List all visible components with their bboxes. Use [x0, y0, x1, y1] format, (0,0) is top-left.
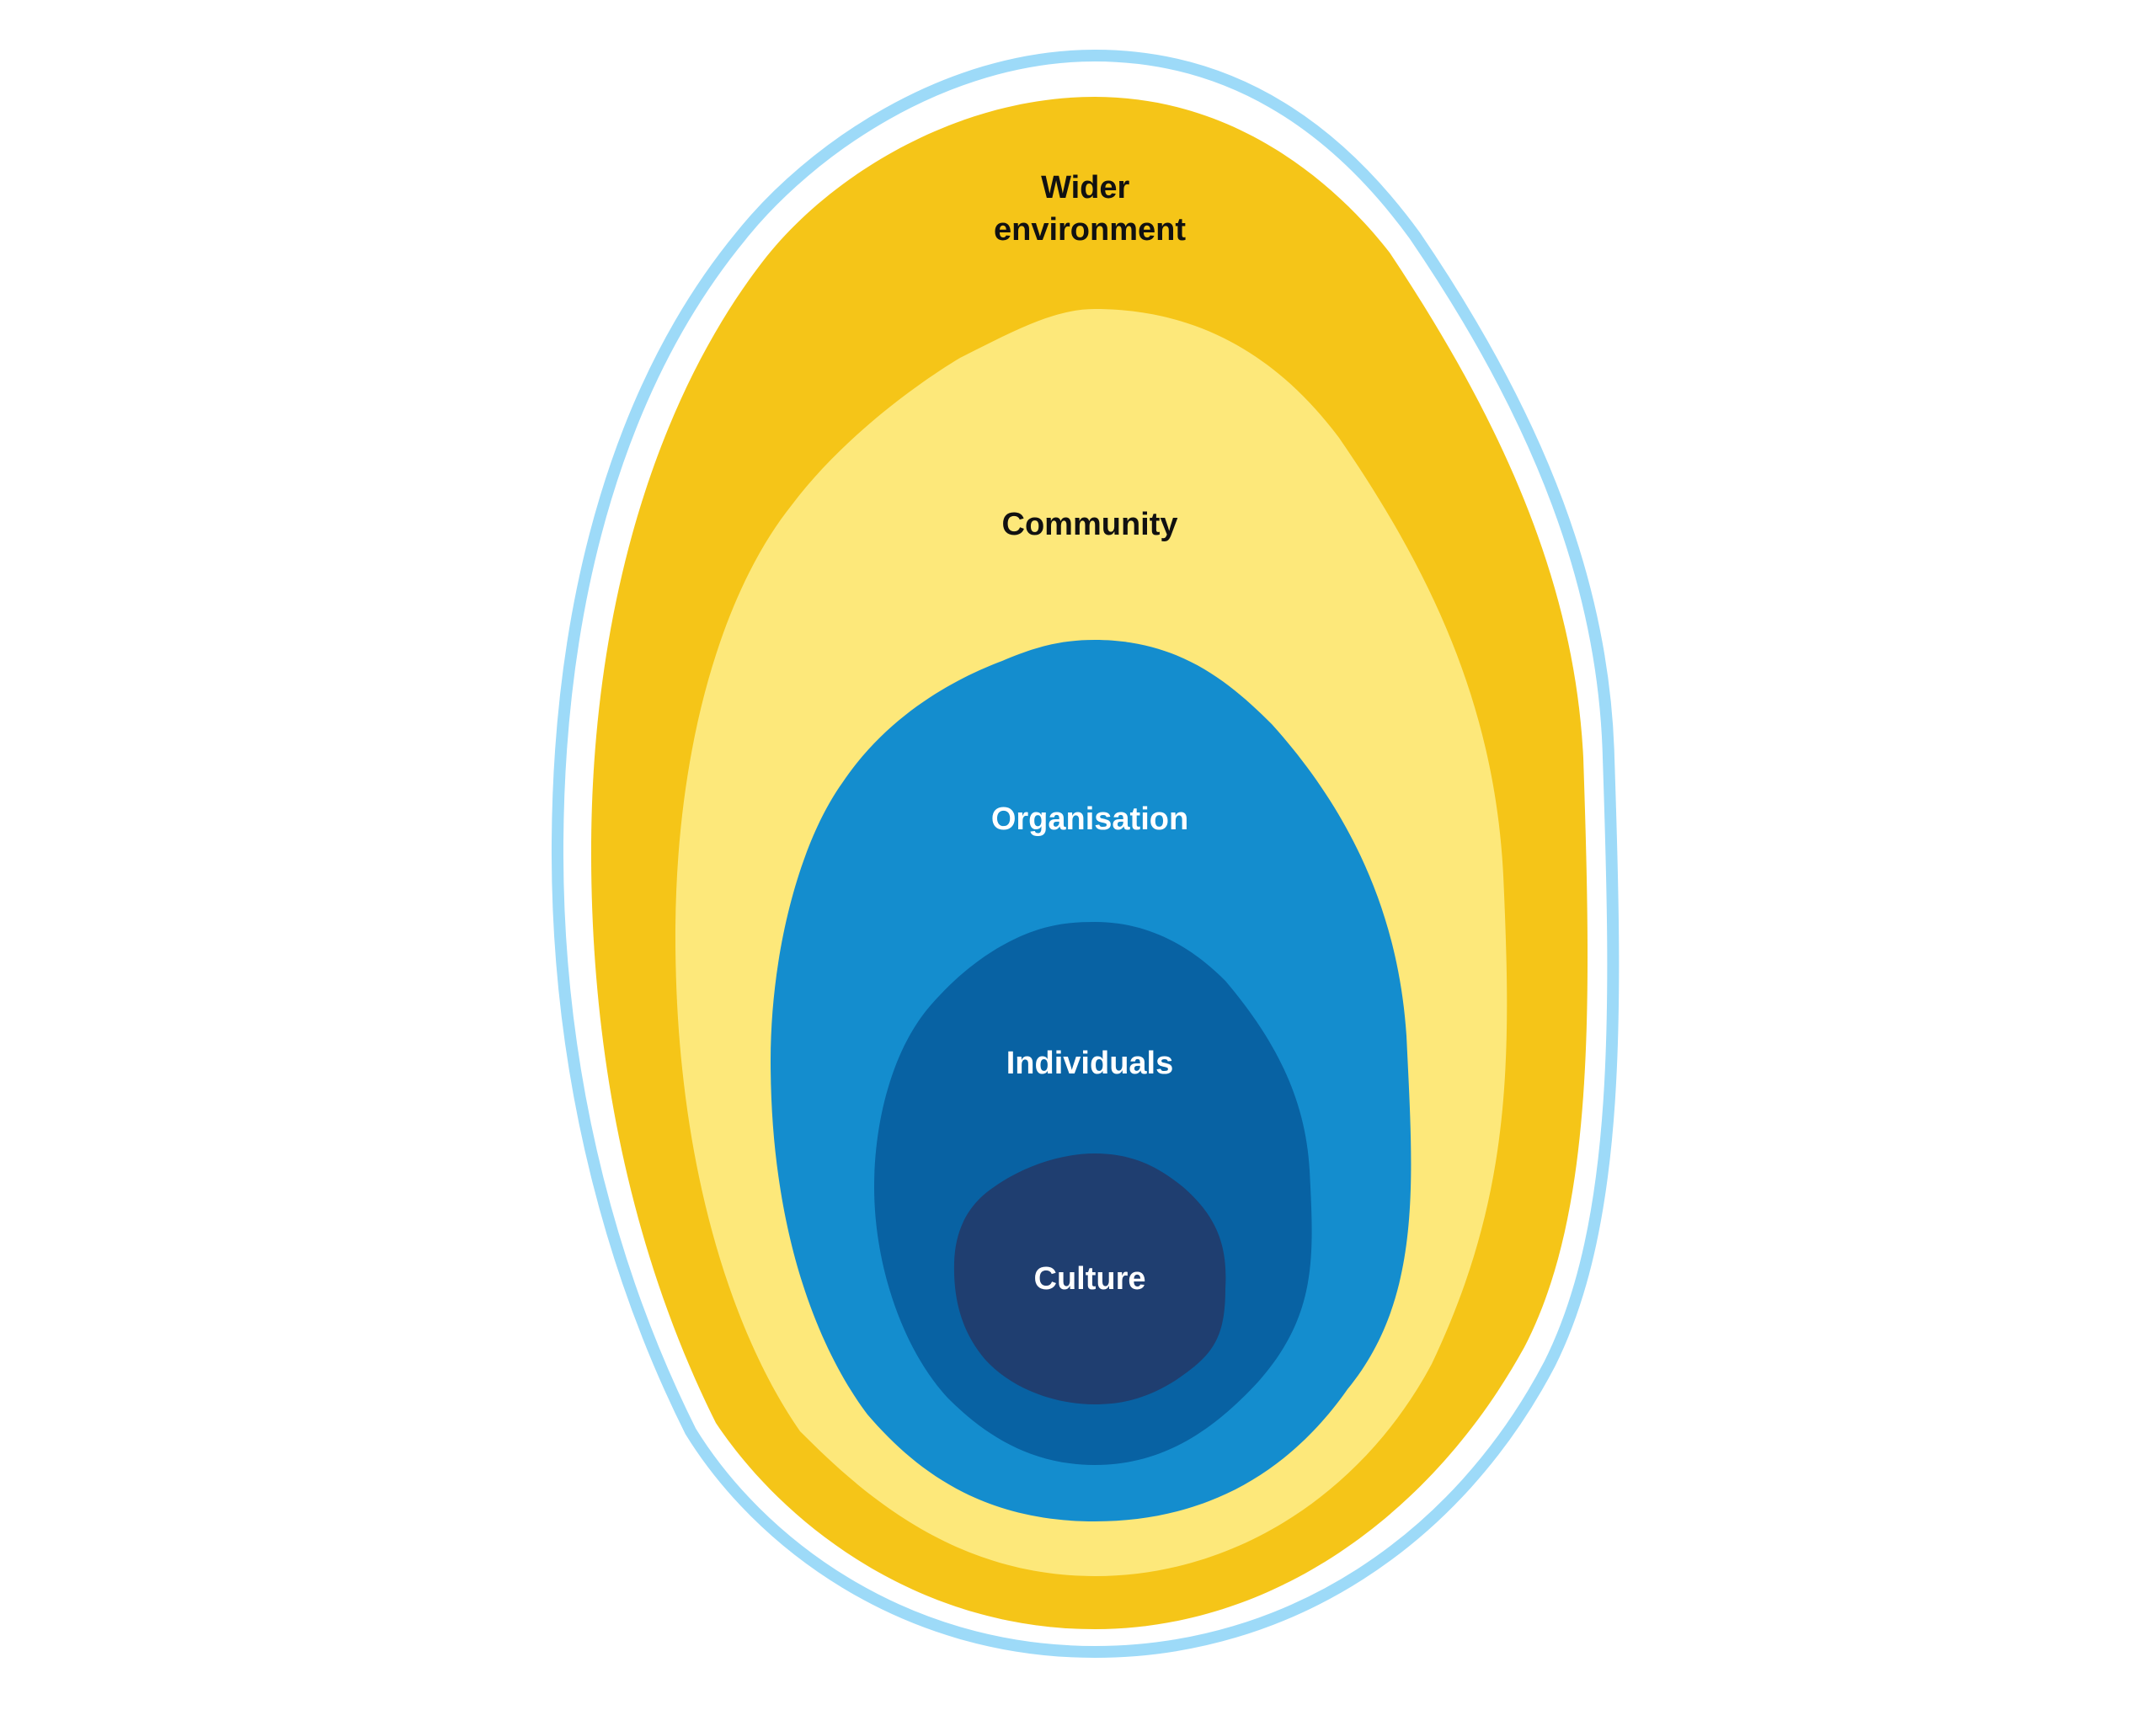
- outer-outline-ring: [551, 49, 1620, 1659]
- organisation-label: Organisation: [991, 802, 1188, 837]
- wider-environment-label: Wider environment: [994, 170, 1186, 248]
- community-label: Community: [1002, 507, 1178, 542]
- wider-environment-label-line2: environment: [994, 212, 1186, 248]
- individuals-label: Individuals: [1006, 1046, 1173, 1081]
- wider-environment-label-line1: Wider: [1041, 170, 1129, 205]
- culture-label: Culture: [1034, 1261, 1146, 1297]
- culture-layer: [953, 1153, 1226, 1404]
